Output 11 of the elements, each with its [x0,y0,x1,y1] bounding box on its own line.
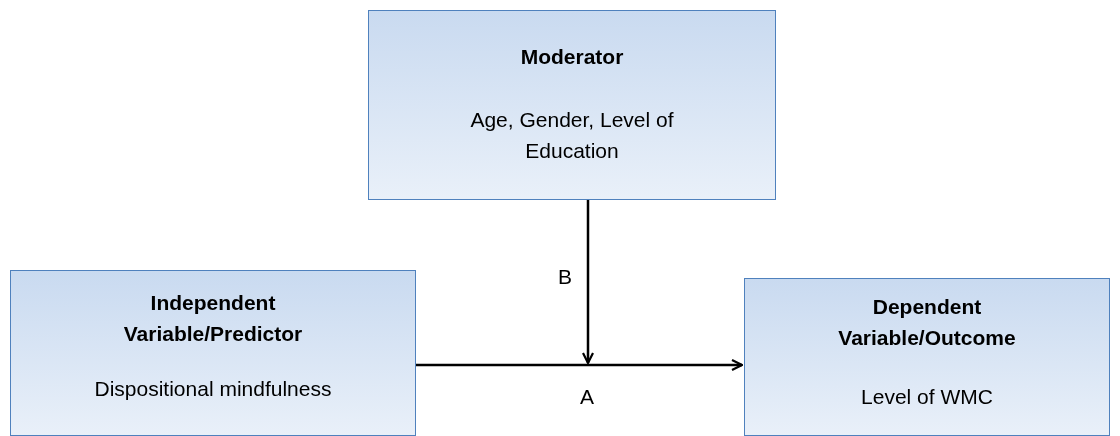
box-text: Age, Gender, Level of Education [469,107,675,164]
variable-box [744,278,1110,436]
variable-box [10,270,416,436]
arrow [581,200,595,365]
box-text: Level of WMC [861,384,993,410]
arrow [416,358,744,372]
box-heading: Dependent Variable/Outcome [837,294,1017,351]
box-heading: Moderator [520,44,624,70]
box-heading: Independent Variable/Predictor [122,290,304,347]
variable-box [368,10,776,200]
box-text: Dispositional mindfulness [94,376,332,402]
